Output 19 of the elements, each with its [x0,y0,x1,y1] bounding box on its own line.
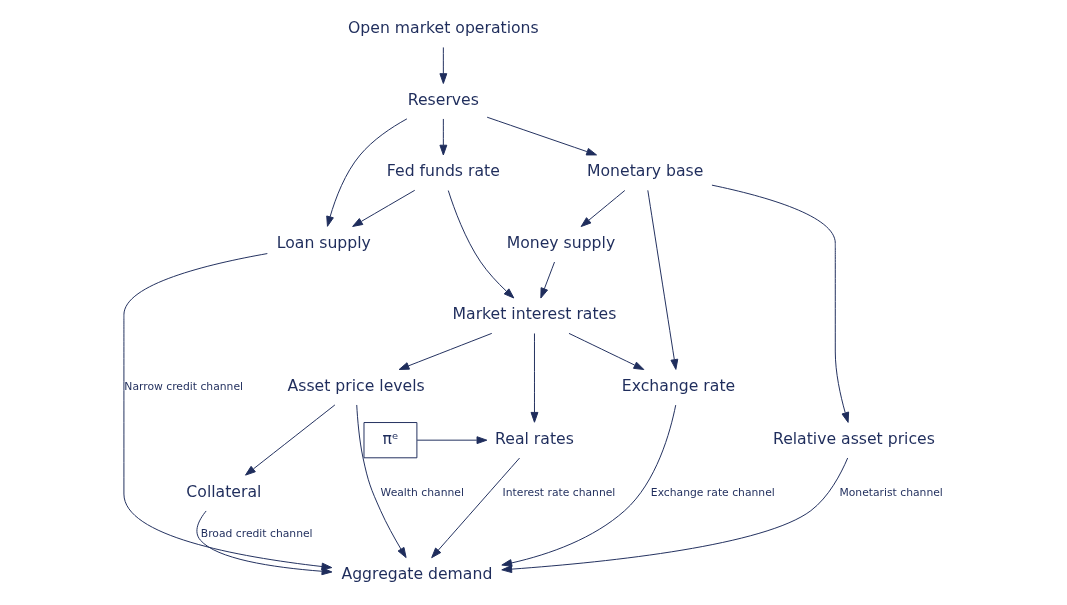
node-text: Real rates [495,428,574,448]
node-text: Market interest rates [452,304,617,324]
node-text: Asset price levels [287,375,425,395]
node-text: Monetary base [587,161,704,181]
node-text: Aggregate demand [341,564,493,584]
node-text: Loan supply [276,232,371,252]
edge-label: Narrow credit channel [124,380,244,393]
node-text: Reserves [407,89,479,109]
edge-label: Exchange rate channel [650,485,775,499]
edge-label: Broad credit channel [200,526,313,540]
node-text: Relative asset prices [772,428,935,448]
node-text: Open market operations [348,18,539,38]
edge-label: Interest rate channel [502,485,616,499]
node-text: Fed funds rate [386,161,500,181]
edge-label: Monetarist channel [839,485,943,499]
edge-label: Wealth channel [380,485,464,499]
node-text: Money supply [506,232,616,252]
node-text: Collateral [186,481,262,501]
node-text: Exchange rate [621,375,736,395]
